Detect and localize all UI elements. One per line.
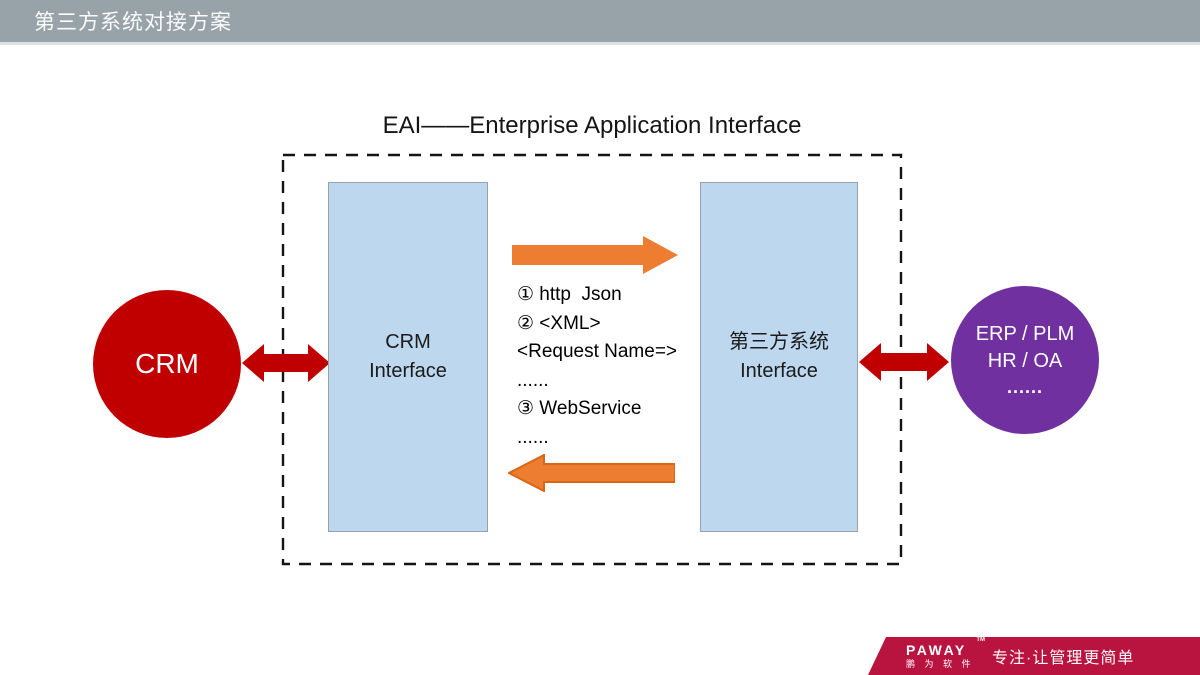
crm-circle-label: CRM bbox=[135, 348, 199, 379]
erp-circle-dots: ...... bbox=[1006, 377, 1043, 397]
response-arrow-left bbox=[508, 454, 675, 492]
logo-wordmark: PAWAY bbox=[906, 642, 967, 658]
trademark-symbol: TM bbox=[976, 637, 986, 643]
protocol-list: ① http Json ② <XML> <Request Name=> ....… bbox=[517, 281, 677, 452]
protocol-item-6: ...... bbox=[517, 426, 549, 448]
red-double-arrow-left bbox=[242, 344, 330, 382]
header-divider bbox=[0, 42, 1200, 45]
third-party-interface-box: 第三方系统 Interface bbox=[700, 182, 858, 532]
protocol-item-1: ① http Json bbox=[517, 284, 622, 305]
third-party-interface-line2: Interface bbox=[740, 360, 818, 382]
erp-circle-line1: ERP / PLM bbox=[975, 323, 1075, 345]
protocol-item-3: <Request Name=> bbox=[517, 341, 678, 362]
protocol-item-2: ② <XML> bbox=[517, 312, 601, 334]
request-arrow-right bbox=[512, 236, 678, 274]
footer-banner: PAWAY TM 鹏 为 软 件 专注·让管理更简单 bbox=[868, 637, 1200, 675]
paway-logo: PAWAY TM 鹏 为 软 件 bbox=[906, 637, 985, 669]
protocol-item-4: ...... bbox=[517, 369, 549, 391]
crm-interface-line1: CRM bbox=[385, 331, 431, 353]
protocol-item-5: ③ WebService bbox=[517, 398, 642, 419]
red-double-arrow-right bbox=[859, 343, 949, 381]
header-bar: 第三方系统对接方案 bbox=[0, 0, 1200, 42]
logo-chinese-name: 鹏 为 软 件 bbox=[906, 659, 975, 669]
diagram-title: EAI——Enterprise Application Interface bbox=[382, 112, 802, 139]
crm-circle: CRM bbox=[93, 290, 241, 438]
page-title: 第三方系统对接方案 bbox=[34, 11, 232, 34]
erp-circle-line2: HR / OA bbox=[987, 350, 1063, 372]
footer-tagline: 专注·让管理更简单 bbox=[992, 650, 1135, 667]
third-party-interface-line1: 第三方系统 bbox=[729, 331, 829, 353]
crm-interface-line2: Interface bbox=[369, 360, 447, 382]
crm-interface-box: CRM Interface bbox=[328, 182, 488, 532]
erp-circle: ERP / PLM HR / OA ...... bbox=[951, 286, 1099, 434]
